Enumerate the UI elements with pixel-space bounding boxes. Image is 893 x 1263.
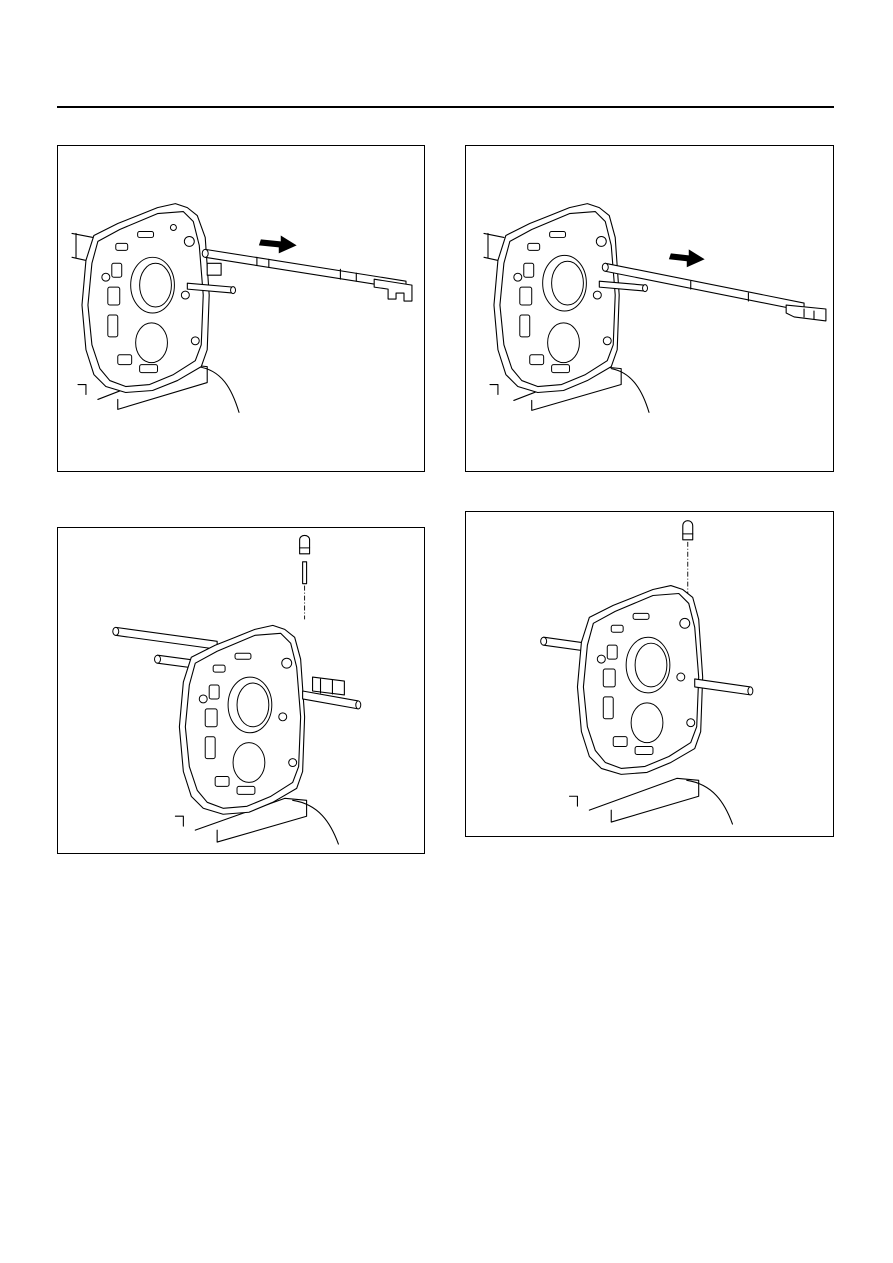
illustration-plate-with-plug	[540, 520, 754, 825]
illustration-plate-with-shaft-2	[483, 203, 827, 413]
illustration-plate-with-shaft-1	[71, 203, 413, 413]
direction-arrow	[668, 249, 705, 268]
direction-arrow	[258, 235, 297, 254]
figure-pin-installation	[57, 527, 425, 854]
figure-shaft-removal-2	[465, 145, 834, 472]
figure-shaft-removal-1	[57, 145, 425, 472]
figure-plug-installation	[465, 511, 834, 837]
illustration-plate-with-pin	[112, 534, 362, 845]
header-rule	[57, 106, 834, 108]
